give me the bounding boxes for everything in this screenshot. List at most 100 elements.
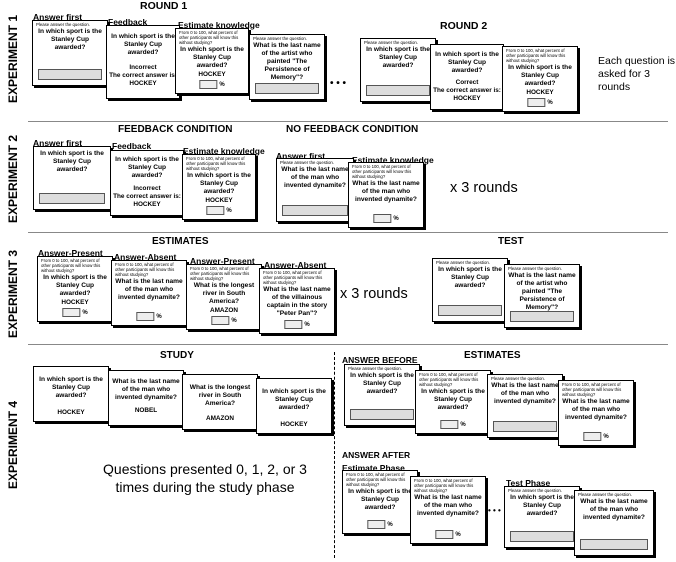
- question-text: In which sport is the Stanley Cup awarde…: [38, 28, 102, 51]
- percent-input[interactable]: %: [206, 206, 232, 215]
- question-text: What is the last name of the artist who …: [253, 42, 321, 81]
- e2-estimate-card: From 0 to 100, what percent of other par…: [182, 154, 256, 220]
- question-text: In which sport is the Stanley Cup awarde…: [510, 494, 574, 517]
- question-text: In which sport is the Stanley Cup awarde…: [262, 388, 326, 411]
- answer-input[interactable]: [438, 305, 502, 316]
- feedback-text: Incorrect: [133, 185, 161, 192]
- instruction-text: From 0 to 100, what percent of other par…: [190, 266, 250, 281]
- e3-test-header: TEST: [498, 236, 524, 247]
- answer-input[interactable]: [510, 531, 574, 542]
- answer-input[interactable]: [38, 69, 102, 80]
- correct-answer-value: HOCKEY: [133, 201, 161, 208]
- percent-input[interactable]: %: [367, 520, 393, 529]
- e3-test-card-1: Please answer the question. In which spo…: [432, 258, 508, 322]
- correct-answer-value: HOCKEY: [129, 80, 157, 87]
- correct-answer-value: HOCKEY: [453, 95, 481, 102]
- experiment-4-label: EXPERIMENT 4: [6, 400, 20, 490]
- e1-r1-next-answer-card: Please answer the question. What is the …: [249, 34, 325, 100]
- answer-value: AMAZON: [205, 415, 235, 422]
- e3-card-2: From 0 to 100, what percent of other par…: [111, 260, 187, 326]
- e4-ellipsis: • • •: [488, 506, 501, 515]
- e2-label-answer-first-nf: Answer first: [276, 151, 326, 161]
- question-text: What is the last name of the artist who …: [508, 272, 576, 311]
- percent-input[interactable]: %: [136, 312, 162, 321]
- e1-label-feedback: Feedback: [108, 17, 148, 27]
- e3-label-3: Answer-Present: [190, 256, 255, 266]
- percent-input[interactable]: %: [211, 316, 237, 325]
- answer-input[interactable]: [39, 193, 105, 204]
- e1-round1-header: ROUND 1: [140, 0, 188, 12]
- e4-after-estimate-card-1: From 0 to 100, what percent of other par…: [342, 470, 418, 534]
- answer-value: HOCKEY: [198, 71, 226, 78]
- question-text: In which sport is the Stanley Cup awarde…: [348, 488, 412, 511]
- e4-before-answer-card: Please answer the question. In which spo…: [344, 364, 420, 426]
- separator-3-4: [28, 344, 668, 345]
- e2-nf-answer-card: Please answer the question. What is the …: [276, 158, 354, 222]
- percent-input[interactable]: %: [435, 530, 461, 539]
- percent-input[interactable]: %: [199, 80, 225, 89]
- percent-input[interactable]: %: [373, 214, 399, 223]
- instruction-text: From 0 to 100, what percent of other par…: [41, 258, 101, 273]
- answer-value: HOCKEY: [57, 409, 85, 416]
- answer-input[interactable]: [580, 539, 648, 550]
- question-text: In which sport is the Stanley Cup awarde…: [180, 46, 244, 69]
- e2-label-estimate-nf: Estimate knowledge: [352, 155, 434, 165]
- e4-study-header: STUDY: [160, 350, 194, 361]
- instruction-text: Please answer the question.: [508, 266, 562, 271]
- answer-input[interactable]: [366, 85, 430, 96]
- question-text: What is the last name of the man who inv…: [580, 498, 648, 521]
- answer-value: HOCKEY: [205, 197, 233, 204]
- e1-label-answer-first: Answer first: [33, 12, 83, 22]
- question-text: In which sport is the Stanley Cup awarde…: [40, 150, 104, 173]
- answer-input[interactable]: [493, 421, 557, 432]
- percent-input[interactable]: %: [583, 432, 609, 441]
- answer-input[interactable]: [350, 409, 414, 420]
- question-text: In which sport is the Stanley Cup awarde…: [508, 64, 572, 87]
- e4-after-estimate-card-2: From 0 to 100, what percent of other par…: [410, 476, 486, 544]
- e1-r2-estimate-card: From 0 to 100, what percent of other par…: [502, 46, 578, 112]
- question-text: What is the last name of the villainous …: [263, 286, 331, 317]
- answer-input[interactable]: [282, 205, 348, 216]
- e2-feedback-condition: FEEDBACK CONDITION: [118, 124, 233, 135]
- e3-card-1: From 0 to 100, what percent of other par…: [37, 256, 113, 322]
- question-text: What is the last name of the man who inv…: [112, 378, 180, 401]
- correct-answer-label: The correct answer is:: [109, 72, 177, 79]
- percent-input[interactable]: %: [440, 420, 466, 429]
- feedback-text: Incorrect: [129, 64, 157, 71]
- answer-input[interactable]: [510, 311, 574, 322]
- question-text: What is the last name of the man who inv…: [352, 180, 420, 203]
- e1-r2-feedback-card: In which sport is the Stanley Cup awarde…: [430, 44, 504, 110]
- e4-answer-after: ANSWER AFTER: [342, 450, 411, 460]
- e1-side-note: Each question is asked for 3 rounds: [598, 55, 676, 93]
- e4-before-answer-card-2: Please answer the question. What is the …: [487, 374, 563, 438]
- question-text: What is the last name of the man who inv…: [281, 166, 349, 189]
- instruction-text: From 0 to 100, what percent of other par…: [263, 270, 323, 285]
- e4-estimates-header: ESTIMATES: [464, 350, 521, 361]
- instruction-text: Please answer the question.: [280, 160, 334, 165]
- e1-r1-feedback-card: In which sport is the Stanley Cup awarde…: [106, 25, 180, 99]
- percent-input[interactable]: %: [62, 308, 88, 317]
- e3-rounds: x 3 rounds: [340, 286, 408, 302]
- e2-label-estimate: Estimate knowledge: [183, 146, 265, 156]
- e2-no-feedback-condition: NO FEEDBACK CONDITION: [286, 124, 419, 135]
- answer-input[interactable]: [255, 83, 319, 94]
- experiment-2-label: EXPERIMENT 2: [6, 134, 20, 224]
- percent-input[interactable]: %: [527, 98, 553, 107]
- percent-input[interactable]: %: [284, 320, 310, 329]
- e2-label-answer-first: Answer first: [33, 138, 83, 148]
- instruction-text: From 0 to 100, what percent of other par…: [352, 164, 412, 179]
- e3-card-4: From 0 to 100, what percent of other par…: [259, 268, 335, 334]
- e3-label-1: Answer-Present: [38, 248, 103, 258]
- question-text: In which sport is the Stanley Cup awarde…: [111, 33, 175, 56]
- instruction-text: From 0 to 100, what percent of other par…: [179, 30, 239, 45]
- answer-value: HOCKEY: [526, 89, 554, 96]
- e4-study-card-4: In which sport is the Stanley Cup awarde…: [256, 378, 332, 434]
- e4-study-card-3: What is the longest river in South Ameri…: [182, 374, 258, 430]
- e4-before-estimate-card-2: From 0 to 100, what percent of other par…: [558, 380, 634, 446]
- answer-value: NOBEL: [134, 407, 158, 414]
- question-text: What is the last name of the man who inv…: [115, 278, 183, 301]
- e3-label-4: Answer-Absent: [264, 260, 327, 270]
- instruction-text: Please answer the question.: [491, 376, 545, 381]
- question-text: In which sport is the Stanley Cup awarde…: [350, 372, 414, 395]
- e1-label-estimate: Estimate knowledge: [178, 20, 260, 30]
